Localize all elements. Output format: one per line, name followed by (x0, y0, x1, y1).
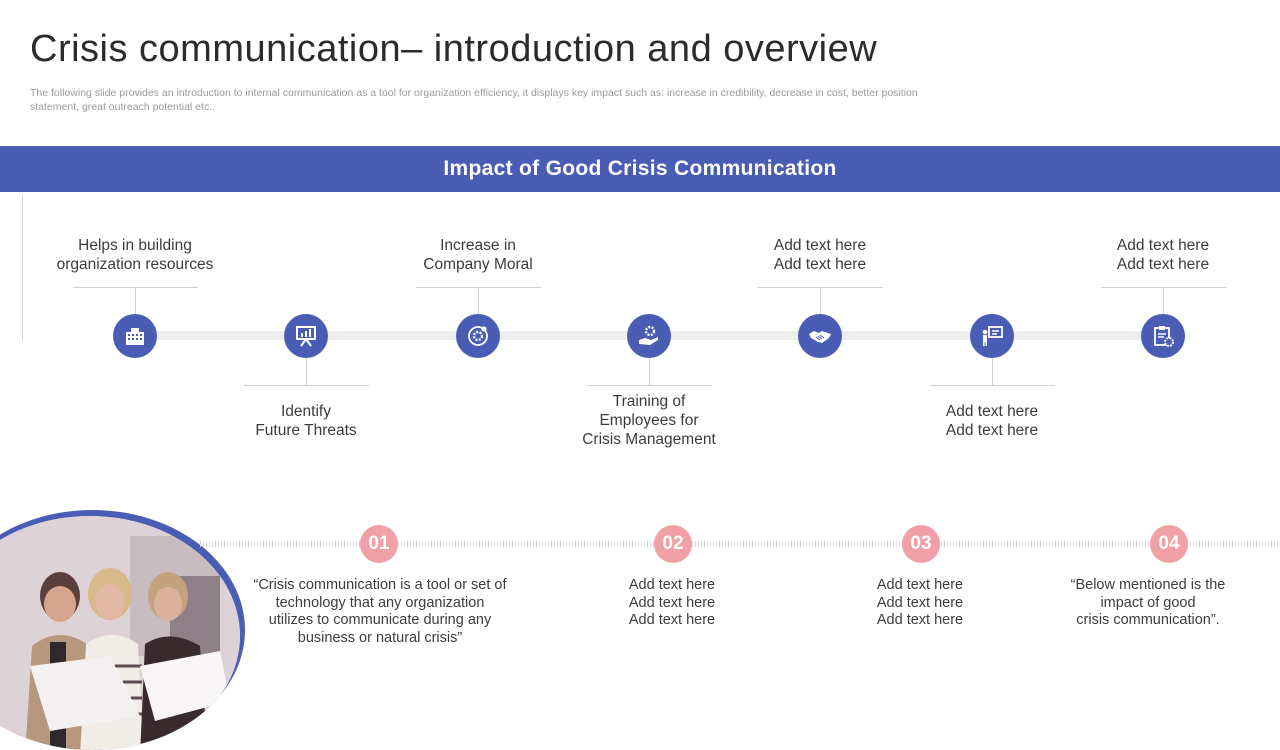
bottom-text-1: “Crisis communication is a tool or set o… (253, 577, 507, 646)
hand-gear-icon (627, 314, 671, 358)
handshake-icon (798, 314, 842, 358)
page-title: Crisis communication– introduction and o… (30, 28, 878, 70)
divider-line (22, 195, 23, 340)
section-banner: Impact of Good Crisis Communication (0, 146, 1280, 192)
step-badge-03: 03 (902, 525, 940, 563)
connector-stem (820, 287, 821, 314)
connector-bar (587, 385, 712, 386)
gear-target-icon (456, 314, 500, 358)
connector-bar (244, 385, 369, 386)
connector-stem (306, 358, 307, 385)
connector-stem (1163, 287, 1164, 314)
team-photo (0, 516, 240, 750)
building-icon (113, 314, 157, 358)
presenter-board-icon (970, 314, 1014, 358)
connector-stem (478, 287, 479, 314)
clipboard-gear-icon (1141, 314, 1185, 358)
step-badge-01: 01 (360, 525, 398, 563)
presentation-chart-icon (284, 314, 328, 358)
step-badge-04: 04 (1150, 525, 1188, 563)
page-subtitle: The following slide provides an introduc… (30, 87, 918, 113)
connector-stem (649, 358, 650, 385)
connector-bar (930, 385, 1055, 386)
connector-stem (135, 287, 136, 314)
step-badge-02: 02 (654, 525, 692, 563)
connector-stem (992, 358, 993, 385)
dotted-line (200, 541, 1280, 547)
